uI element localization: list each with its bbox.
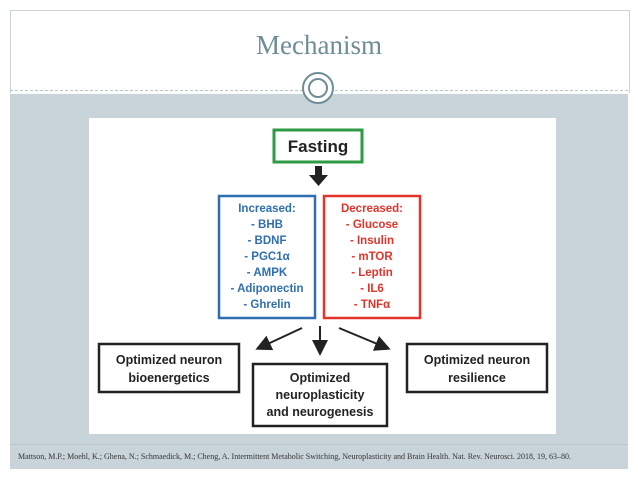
slide-title: Mechanism: [256, 30, 382, 60]
outcome-middle-box: [251, 362, 389, 428]
outcome-right-line: Optimized neuron: [424, 353, 530, 367]
outcome-middle-line: Optimized: [290, 371, 350, 385]
arrow-to-right-outcome: [338, 327, 391, 351]
outcome-left-line: bioenergetics: [128, 371, 209, 385]
arrow-to-left-outcome: [255, 327, 303, 351]
decreased-item: - Insulin: [350, 235, 394, 247]
fasting-label: Fasting: [288, 137, 348, 156]
mechanism-figure: Fasting Increased: - BHB - BDNF - PGC1α …: [89, 118, 556, 434]
citation-text: Mattson, M.P.; Moehl, K.; Ghena, N.; Sch…: [18, 452, 571, 461]
outcome-middle-line: and neurogenesis: [267, 405, 374, 419]
increased-item: - Ghrelin: [243, 299, 290, 311]
circle-ornament-icon: [302, 72, 334, 104]
decreased-item: - mTOR: [351, 251, 393, 263]
increased-item: - Adiponectin: [230, 283, 303, 295]
outcome-right-box: [405, 342, 549, 394]
increased-item: - PGC1α: [244, 251, 289, 263]
increased-item: - AMPK: [247, 267, 288, 279]
increased-item: - BHB: [251, 219, 283, 231]
decreased-item: - Glucose: [346, 219, 398, 231]
decreased-box: [322, 194, 422, 320]
increased-heading: Increased:: [238, 203, 296, 215]
mechanism-diagram: Fasting Increased: - BHB - BDNF - PGC1α …: [97, 128, 549, 428]
outcome-left-box: [97, 342, 241, 394]
increased-box: [217, 194, 317, 320]
outcome-right-line: resilience: [448, 371, 506, 385]
fasting-down-arrow: [309, 166, 328, 186]
outcome-middle-line: neuroplasticity: [276, 388, 365, 402]
decreased-item: - TNFα: [354, 299, 390, 311]
citation-bar: Mattson, M.P.; Moehl, K.; Ghena, N.; Sch…: [10, 444, 628, 469]
outcome-left-line: Optimized neuron: [116, 353, 222, 367]
decreased-heading: Decreased:: [341, 203, 403, 215]
fasting-box: [272, 128, 364, 164]
increased-item: - BDNF: [248, 235, 287, 247]
decreased-item: - Leptin: [351, 267, 393, 279]
decreased-item: - IL6: [360, 283, 384, 295]
